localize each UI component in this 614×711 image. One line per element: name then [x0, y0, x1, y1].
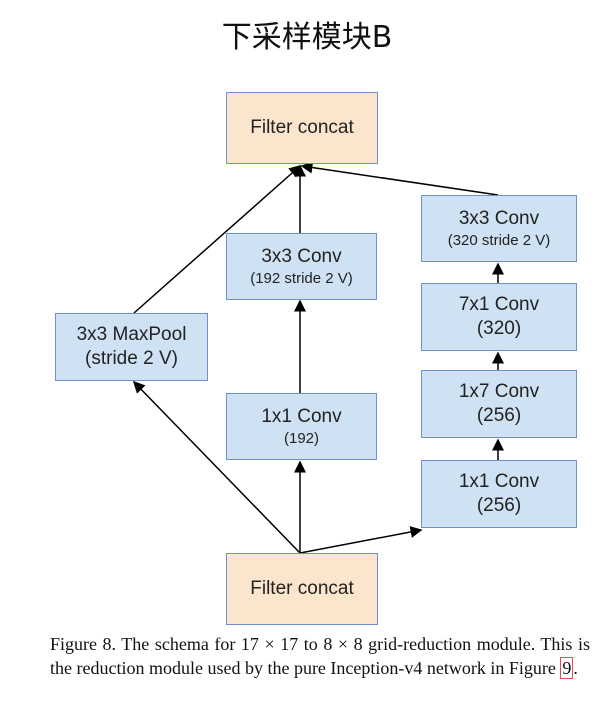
right-7x1-conv-node: 7x1 Conv (320)	[421, 283, 577, 351]
filter-concat-bottom-label: Filter concat	[250, 578, 354, 599]
right-1x1-conv-sub: (256)	[476, 495, 522, 516]
mid-3x3-conv-sub: (192 stride 2 V)	[250, 269, 353, 287]
mid-1x1-conv-sub: (192)	[283, 429, 320, 447]
maxpool-label: 3x3 MaxPool	[76, 324, 187, 345]
maxpool-sub: (stride 2 V)	[85, 348, 178, 369]
filter-concat-top: Filter concat	[226, 92, 378, 164]
filter-concat-bottom: Filter concat	[226, 553, 378, 625]
mid-3x3-conv-label: 3x3 Conv	[261, 245, 342, 267]
edge-bottom-to-right-conv1	[299, 526, 423, 554]
right-7x1-conv-sub: (320)	[476, 318, 522, 339]
right-3x3-conv-label: 3x3 Conv	[458, 207, 540, 229]
caption-end: .	[573, 658, 578, 678]
edge-right-3x3-to-top	[300, 161, 499, 196]
right-3x3-conv-node: 3x3 Conv (320 stride 2 V)	[421, 195, 577, 262]
page-title: 下采样模块B	[221, 20, 393, 55]
right-1x1-conv-node: 1x1 Conv (256)	[421, 460, 577, 528]
right-7x1-conv-label: 7x1 Conv	[458, 294, 540, 315]
filter-concat-top-label: Filter concat	[250, 117, 354, 138]
maxpool-node: 3x3 MaxPool (stride 2 V)	[55, 313, 208, 381]
right-3x3-conv-sub: (320 stride 2 V)	[447, 231, 551, 249]
edge-bottom-to-maxpool	[132, 380, 301, 554]
caption-text: Figure 8. The schema for 17 × 17 to 8 × …	[50, 634, 590, 678]
right-1x1-conv-label: 1x1 Conv	[458, 471, 540, 492]
figure-reference-link[interactable]: 9	[560, 657, 574, 679]
mid-1x1-conv-label: 1x1 Conv	[261, 405, 342, 427]
mid-3x3-conv-node: 3x3 Conv (192 stride 2 V)	[226, 233, 377, 300]
right-1x7-conv-node: 1x7 Conv (256)	[421, 370, 577, 438]
edge-maxpool-to-top	[133, 165, 302, 314]
mid-1x1-conv-node: 1x1 Conv (192)	[226, 393, 377, 460]
figure-caption: Figure 8. The schema for 17 × 17 to 8 × …	[50, 632, 590, 680]
right-1x7-conv-sub: (256)	[476, 405, 522, 426]
right-1x7-conv-label: 1x7 Conv	[458, 381, 540, 402]
